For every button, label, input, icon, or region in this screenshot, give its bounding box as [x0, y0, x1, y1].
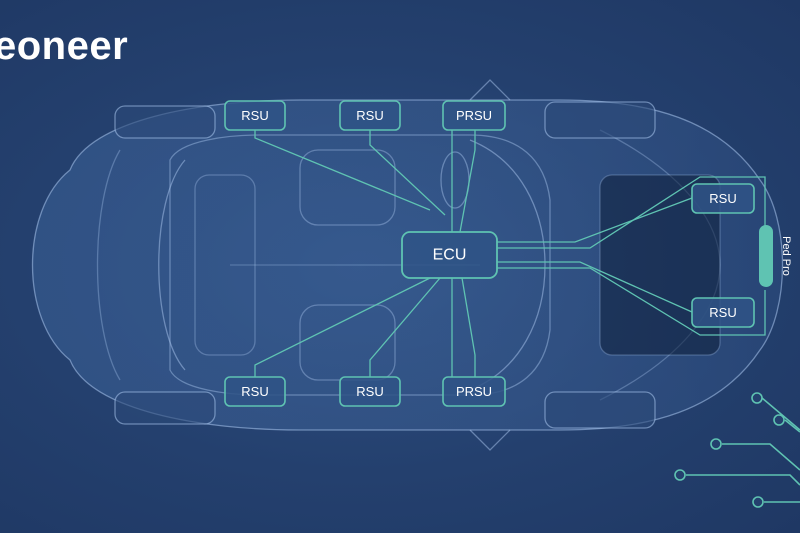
wire-prsu-bottom — [461, 277, 476, 377]
wire-rsu-front-top-2 — [497, 176, 766, 249]
circuit-node-2 — [773, 414, 785, 426]
sensor-box — [224, 376, 286, 407]
rear-window — [158, 159, 186, 371]
wire-rsu-rear-bottom — [254, 277, 431, 377]
sensor-prsu-top[interactable]: PRSU — [442, 100, 506, 131]
sensor-label: PRSU — [456, 384, 492, 399]
wiring — [254, 130, 766, 377]
wire-rsu-mid-top — [369, 130, 446, 216]
ped-pro-sensor[interactable]: Ped Pro — [759, 225, 792, 287]
ped-pro-label: Ped Pro — [780, 236, 792, 276]
wheel-front-bottom — [544, 391, 656, 429]
sensor-box — [339, 100, 401, 131]
sensor-label: RSU — [241, 108, 268, 123]
ped-pro-bar — [759, 225, 773, 287]
rear-seat — [194, 174, 256, 356]
wheel-rear-bottom — [114, 391, 216, 425]
sensor-box — [224, 100, 286, 131]
circuit-trace-4 — [686, 474, 800, 486]
sensor-prsu-bottom[interactable]: PRSU — [442, 376, 506, 407]
sensor-label: PRSU — [456, 108, 492, 123]
circuit-decoration — [674, 392, 800, 508]
circuit-trace-2 — [784, 419, 800, 433]
engine-bay — [599, 174, 721, 356]
sensor-rsu-front-bottom[interactable]: RSU — [691, 297, 755, 328]
trunk-line — [96, 149, 121, 381]
wheel-front-top — [544, 101, 656, 139]
sensor-label: RSU — [709, 191, 736, 206]
sensor-rsu-rear-bottom[interactable]: RSU — [224, 376, 286, 407]
sensor-box — [691, 183, 755, 214]
sensor-label: RSU — [356, 384, 383, 399]
wire-prsu-top — [459, 130, 476, 233]
brand-logo: eoneer — [0, 24, 129, 68]
wire-rsu-front-top — [497, 197, 693, 243]
wire-rsu-front-bottom-2 — [497, 267, 766, 336]
sensor-label: RSU — [241, 384, 268, 399]
sensor-label: RSU — [709, 305, 736, 320]
sensor-box — [442, 100, 506, 131]
front-seat-left — [299, 149, 396, 226]
circuit-node-1 — [751, 392, 763, 404]
sensor-label: RSU — [356, 108, 383, 123]
ecu-unit[interactable]: ECU — [401, 231, 498, 279]
circuit-node-5 — [752, 496, 764, 508]
sensor-rsu-mid-top[interactable]: RSU — [339, 100, 401, 131]
wire-rsu-rear-top — [254, 130, 431, 211]
circuit-node-3 — [710, 438, 722, 450]
windshield — [469, 139, 546, 391]
ecu-box — [401, 231, 498, 279]
wire-rsu-front-bottom — [497, 261, 693, 313]
wire-rsu-mid-bottom — [369, 277, 441, 377]
mirror-top — [469, 79, 511, 101]
circuit-trace-3 — [722, 443, 800, 471]
circuit-trace-1 — [761, 397, 800, 431]
sensor-box — [339, 376, 401, 407]
sensor-box — [442, 376, 506, 407]
circuit-node-4 — [674, 469, 686, 481]
sensor-rsu-rear-top[interactable]: RSU — [224, 100, 286, 131]
sensor-box — [691, 297, 755, 328]
wheel-rear-top — [114, 105, 216, 139]
sensor-rsu-mid-bottom[interactable]: RSU — [339, 376, 401, 407]
ecu-label: ECU — [433, 247, 467, 264]
mirror-bottom — [469, 429, 511, 451]
sensor-rsu-front-top[interactable]: RSU — [691, 183, 755, 214]
